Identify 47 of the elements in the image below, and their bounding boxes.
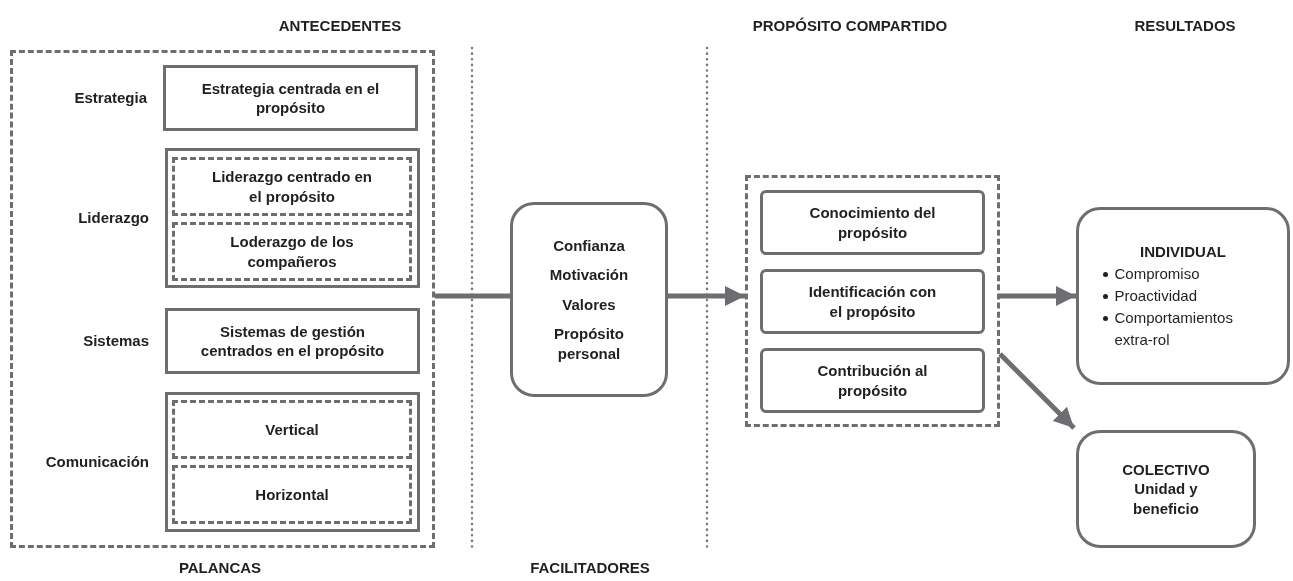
row-label: Estrategia [74, 88, 147, 108]
node-text: Horizontal [255, 484, 329, 505]
dashed-group-box [745, 175, 1000, 427]
process-box [760, 190, 985, 255]
node-text: Confianza [553, 235, 625, 256]
node-text: Loderazgo de los compañeros [229, 232, 355, 271]
bullet-item: Proactividad [1102, 285, 1198, 307]
bullet-item: Compromiso [1102, 263, 1200, 285]
node-text: Motivación [549, 265, 629, 285]
row-label: Sistemas [83, 331, 149, 351]
process-box [760, 269, 985, 334]
process-box [163, 65, 418, 131]
node-text: Estrategia centrada en el propósito [200, 78, 381, 118]
process-box [172, 465, 412, 524]
column-heading: FACILITADORES [529, 558, 651, 578]
arrow [1000, 286, 1076, 306]
rounded-box [1076, 430, 1256, 548]
node-text: Propósito personal [553, 324, 625, 364]
column-heading: RESULTADOS [1133, 16, 1237, 36]
row-label: Comunicación [45, 452, 149, 472]
node-text: Valores [562, 294, 616, 315]
node-text: COLECTIVO [1122, 459, 1210, 480]
process-box [165, 308, 420, 374]
process-box [760, 348, 985, 413]
column-heading: PALANCAS [177, 558, 263, 578]
node-text: Vertical [265, 419, 319, 440]
row-label: Liderazgo [78, 208, 149, 228]
group-box [165, 392, 420, 532]
arrow [998, 352, 1076, 430]
node-heading: INDIVIDUAL [1140, 241, 1226, 262]
dashed-group-box [10, 50, 435, 548]
process-box [172, 157, 412, 216]
group-box [165, 148, 420, 288]
node-text: Unidad y beneficio [1132, 479, 1200, 519]
column-heading: PROPÓSITO COMPARTIDO [751, 16, 949, 36]
rounded-box [510, 202, 668, 397]
node-text: Sistemas de gestión centrados en el propósito [199, 321, 386, 361]
node-text: Contribución al propósito [816, 361, 929, 400]
rounded-box [1076, 207, 1290, 385]
arrow [668, 286, 745, 306]
node-text: Identificación con el propósito [807, 282, 938, 321]
column-heading: ANTECEDENTES [277, 16, 403, 36]
process-box [172, 222, 412, 281]
node-text: Liderazgo centrado en el propósito [211, 167, 373, 206]
node-text: Conocimiento del propósito [808, 203, 937, 242]
process-box [172, 400, 412, 459]
bullet-item: Comportamientos extra-rol [1102, 306, 1268, 351]
